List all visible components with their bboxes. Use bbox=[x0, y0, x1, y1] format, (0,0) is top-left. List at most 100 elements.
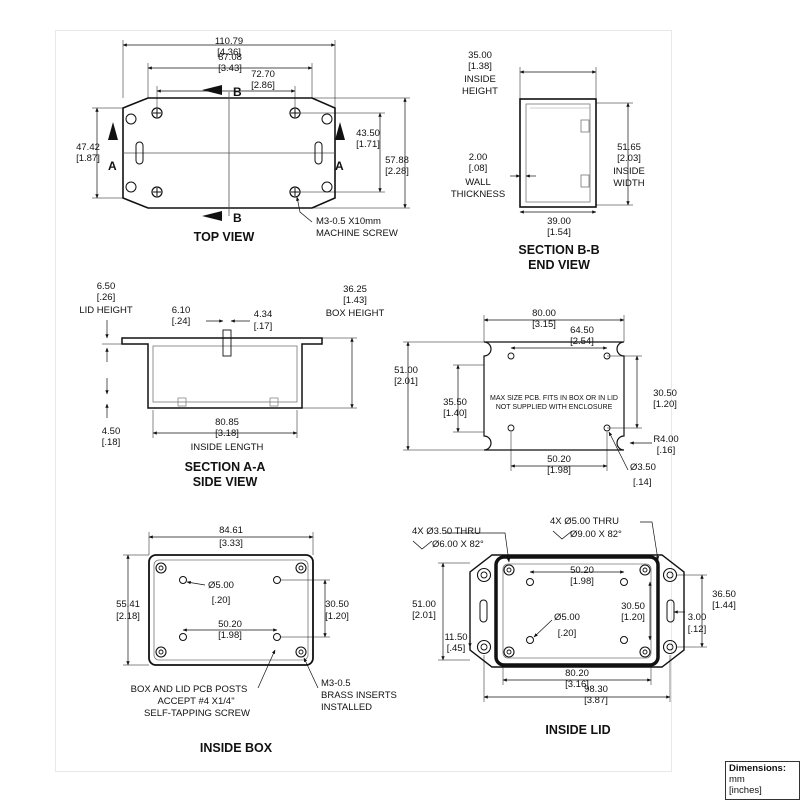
dim-text: [1.98] bbox=[570, 576, 594, 587]
dim-text: INSIDE LENGTH bbox=[191, 442, 264, 453]
dim-text: 84.61 bbox=[219, 525, 243, 536]
dim-text: 4.34 bbox=[254, 309, 273, 320]
note-text: SELF-TAPPING SCREW bbox=[144, 708, 250, 719]
dim-text: [.08] bbox=[469, 163, 488, 174]
dim-text: [1.71] bbox=[356, 139, 380, 150]
dim-text: [1.20] bbox=[621, 612, 645, 623]
section-letter: A bbox=[335, 159, 344, 173]
dim-text: 87.08 bbox=[218, 52, 242, 63]
dim-text: [3.16] bbox=[565, 679, 589, 690]
note-text: M3-0.5 X10mm bbox=[316, 216, 381, 227]
dim-text: [1.98] bbox=[547, 465, 571, 476]
dim-text: 51.00 bbox=[412, 599, 436, 610]
dim-text: [3.43] bbox=[218, 63, 242, 74]
dim-text: [3.33] bbox=[219, 538, 243, 549]
view-title: SECTION B-B bbox=[518, 243, 599, 257]
view-title: SECTION A-A bbox=[185, 460, 266, 474]
dim-text: 110.79 bbox=[215, 36, 243, 47]
dim-text: 80.00 bbox=[532, 308, 556, 319]
dim-text: 43.50 bbox=[356, 128, 380, 139]
dim-text: Ø3.50 bbox=[630, 462, 656, 473]
dim-text: 51.00 bbox=[394, 365, 418, 376]
dim-text: 80.20 bbox=[565, 668, 589, 679]
dim-text: [1.40] bbox=[443, 408, 467, 419]
inside-lid-text: 4X Ø3.50 THRU Ø6.00 X 82° 4X Ø5.00 THRU … bbox=[412, 516, 736, 737]
dim-text: WIDTH bbox=[613, 178, 644, 189]
dim-text: [1.87] bbox=[76, 153, 100, 164]
view-title: INSIDE BOX bbox=[200, 741, 273, 755]
dim-text: [1.20] bbox=[325, 611, 349, 622]
dim-text: [1.54] bbox=[547, 227, 571, 238]
dim-text: [2.01] bbox=[394, 376, 418, 387]
dim-text: [4.36] bbox=[217, 47, 241, 58]
dim-text: 36.50 bbox=[712, 589, 736, 600]
pcb-note: MAX SIZE PCB. FITS IN BOX OR IN LID bbox=[490, 395, 618, 402]
dim-text: [1.20] bbox=[653, 399, 677, 410]
top-view-text: 110.79 [4.36] 87.08 [3.43] 72.70 [2.86] … bbox=[76, 36, 409, 244]
dim-text: 36.25 bbox=[343, 284, 367, 295]
dim-text: Ø5.00 bbox=[208, 580, 234, 591]
legend-title: Dimensions: bbox=[729, 763, 787, 774]
dim-text: 6.10 bbox=[172, 305, 191, 316]
dim-text: [2.54] bbox=[570, 336, 594, 347]
dim-text: [.20] bbox=[212, 595, 231, 606]
inside-box-text: 84.61 [3.33] 55.41 [2.18] Ø5.00 [.20] 30… bbox=[116, 525, 397, 755]
dim-text: 64.50 bbox=[570, 325, 594, 336]
note-text: BRASS INSERTS bbox=[321, 690, 397, 701]
dim-text: R4.00 bbox=[653, 434, 678, 445]
dim-text: 30.50 bbox=[653, 388, 677, 399]
dim-text: [.26] bbox=[97, 292, 116, 303]
dim-text: Ø5.00 bbox=[554, 612, 580, 623]
dim-text: 35.00 bbox=[468, 50, 492, 61]
dim-text: [.24] bbox=[172, 316, 191, 327]
dim-text: [.17] bbox=[254, 321, 273, 332]
dim-text: 4.50 bbox=[102, 426, 121, 437]
note-text: BOX AND LID PCB POSTS bbox=[131, 684, 248, 695]
dim-text: BOX HEIGHT bbox=[326, 308, 385, 319]
view-subtitle: END VIEW bbox=[528, 258, 590, 272]
dim-text: [2.28] bbox=[385, 166, 409, 177]
section-letter: B bbox=[233, 211, 242, 225]
dim-text: [2.03] bbox=[617, 153, 641, 164]
pcb-outline bbox=[483, 341, 625, 451]
dim-text: [.12] bbox=[688, 624, 707, 635]
dim-text: 2.00 bbox=[469, 152, 488, 163]
dim-text: 98.30 bbox=[584, 684, 608, 695]
dim-text: 72.70 bbox=[251, 69, 275, 80]
dim-text: 57.88 bbox=[385, 155, 409, 166]
note-text: M3-0.5 bbox=[321, 678, 351, 689]
note-text: INSTALLED bbox=[321, 702, 372, 713]
dim-text: 51.65 bbox=[617, 142, 641, 153]
dim-text: 47.42 bbox=[76, 142, 100, 153]
inside-box-view bbox=[123, 532, 330, 689]
dim-text: 11.50 bbox=[444, 632, 467, 643]
dim-text: [2.01] bbox=[412, 610, 436, 621]
dim-text: [3.87] bbox=[584, 695, 608, 706]
section-aa-text: 6.50 [.26] LID HEIGHT 6.10 [.24] 4.34 [.… bbox=[79, 281, 384, 489]
dim-text: [.20] bbox=[558, 628, 577, 639]
dim-text: 50.20 bbox=[218, 619, 242, 630]
dim-text: [3.18] bbox=[215, 428, 239, 439]
dim-text: Ø6.00 X 82° bbox=[432, 539, 484, 550]
section-letter: A bbox=[108, 159, 117, 173]
legend-inches: [inches] bbox=[729, 785, 762, 796]
dim-text: 55.41 bbox=[116, 599, 140, 610]
dim-text: [.14] bbox=[633, 477, 652, 488]
legend-mm: mm bbox=[729, 774, 745, 785]
dim-text: [1.44] bbox=[712, 600, 736, 611]
dim-text: THICKNESS bbox=[451, 189, 505, 200]
inside-lid-view bbox=[412, 521, 707, 702]
lid-flange bbox=[121, 337, 323, 409]
dim-text: [2.18] bbox=[116, 611, 140, 622]
dim-text: [1.98] bbox=[218, 630, 242, 641]
dim-text: 30.50 bbox=[325, 599, 349, 610]
section-letter: B bbox=[233, 85, 242, 99]
dim-text: 80.85 bbox=[215, 417, 239, 428]
pcb-text: 80.00 [3.15] 64.50 [2.54] 51.00 [2.01] 3… bbox=[394, 308, 679, 488]
dim-text: 50.20 bbox=[570, 565, 594, 576]
pcb-outline-view bbox=[403, 315, 652, 471]
dim-text: 50.20 bbox=[547, 454, 571, 465]
dim-text: HEIGHT bbox=[462, 86, 498, 97]
dim-text: [1.43] bbox=[343, 295, 367, 306]
dim-text: [3.15] bbox=[532, 319, 556, 330]
